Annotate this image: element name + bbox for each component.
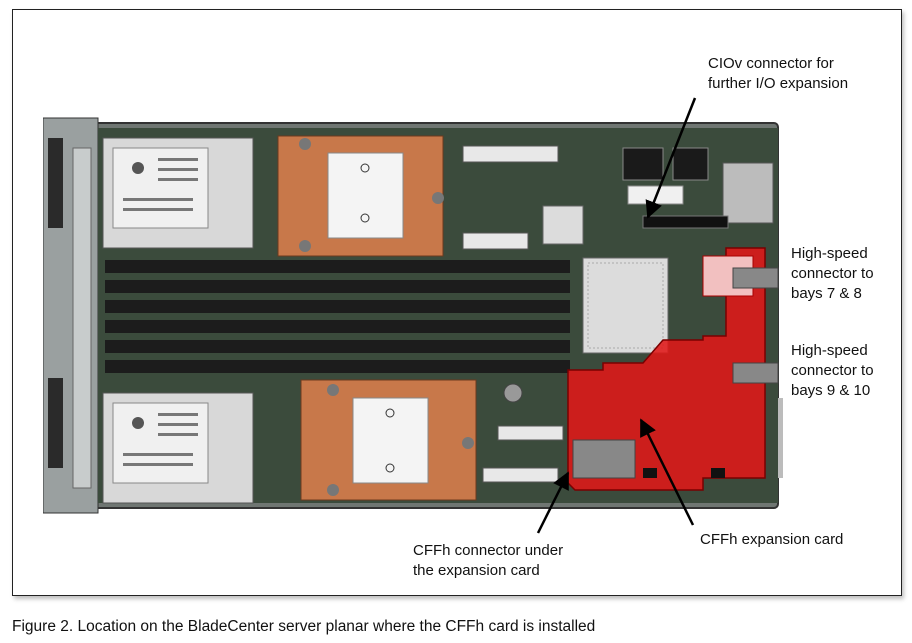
ciov-label-line1: CIOv connector for: [708, 55, 834, 72]
cffh-connector: [572, 439, 636, 479]
heatsink-bottom: [300, 379, 477, 501]
cffh-connector-label-line2: the expansion card: [413, 562, 540, 579]
memory-dimms: [105, 260, 570, 373]
figure-caption: Figure 2. Location on the BladeCenter se…: [12, 618, 596, 635]
cffh-card-label: CFFh expansion card: [700, 530, 843, 550]
cffh-connector-arrow: [536, 471, 570, 534]
high-speed-78-label: High-speed connector to bays 7 & 8: [791, 244, 874, 304]
ciov-label-line2: further I/O expansion: [708, 75, 849, 92]
hs910-label-line2: connector to: [791, 362, 874, 379]
high-speed-910-label: High-speed connector to bays 9 & 10: [791, 341, 874, 401]
hs78-label-line2: connector to: [791, 265, 874, 282]
ciov-connector-label: CIOv connector for further I/O expansion: [708, 54, 848, 94]
figure-frame: CIOv connector for further I/O expansion…: [12, 9, 902, 596]
annotation-arrows: [536, 97, 697, 534]
hard-drive-top: [102, 137, 254, 249]
hard-drive-bottom: [102, 392, 254, 504]
chip-heatsink-large: [582, 257, 669, 354]
blade-server-board: [43, 117, 783, 514]
hs78-label-line1: High-speed: [791, 245, 868, 262]
high-speed-connector-78: [732, 267, 779, 289]
cffh-connector-label-line1: CFFh connector under: [413, 542, 564, 559]
cffh-card-arrow: [639, 418, 695, 526]
hs910-label-line3: bays 9 & 10: [791, 382, 871, 399]
heatsink-top: [277, 135, 444, 257]
cffh-card-label-line1: CFFh expansion card: [700, 531, 844, 548]
cffh-connector-label: CFFh connector under the expansion card: [413, 541, 563, 581]
hs910-label-line1: High-speed: [791, 342, 868, 359]
chip-small: [542, 205, 584, 245]
high-speed-connector-910: [732, 362, 779, 384]
ciov-connector: [642, 215, 729, 229]
cffh-expansion-card: [567, 247, 766, 491]
ciov-arrow: [645, 97, 697, 219]
hs78-label-line3: bays 7 & 8: [791, 285, 862, 302]
